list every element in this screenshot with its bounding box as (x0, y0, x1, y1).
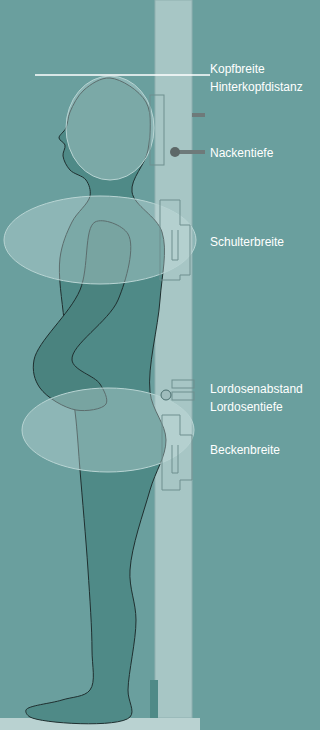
measure-label: Kopfbreite (210, 62, 265, 76)
measure-label: Hinterkopfdistanz (210, 80, 303, 94)
measure-label: Lordosentiefe (210, 400, 283, 414)
body-silhouette (4, 76, 196, 724)
measure-label: Schulterbreite (210, 235, 284, 249)
neck-probe (170, 147, 180, 157)
head-top-line (35, 74, 210, 76)
measuring-column (155, 0, 192, 718)
foot-stop (150, 680, 158, 718)
measuring-brackets (150, 95, 194, 490)
lordosis-probe (161, 390, 171, 400)
measure-label: Nackentiefe (210, 146, 273, 160)
measure-label: Beckenbreite (210, 443, 280, 457)
back-head-bar (192, 113, 205, 117)
measure-label: Lordosenabstand (210, 382, 303, 396)
